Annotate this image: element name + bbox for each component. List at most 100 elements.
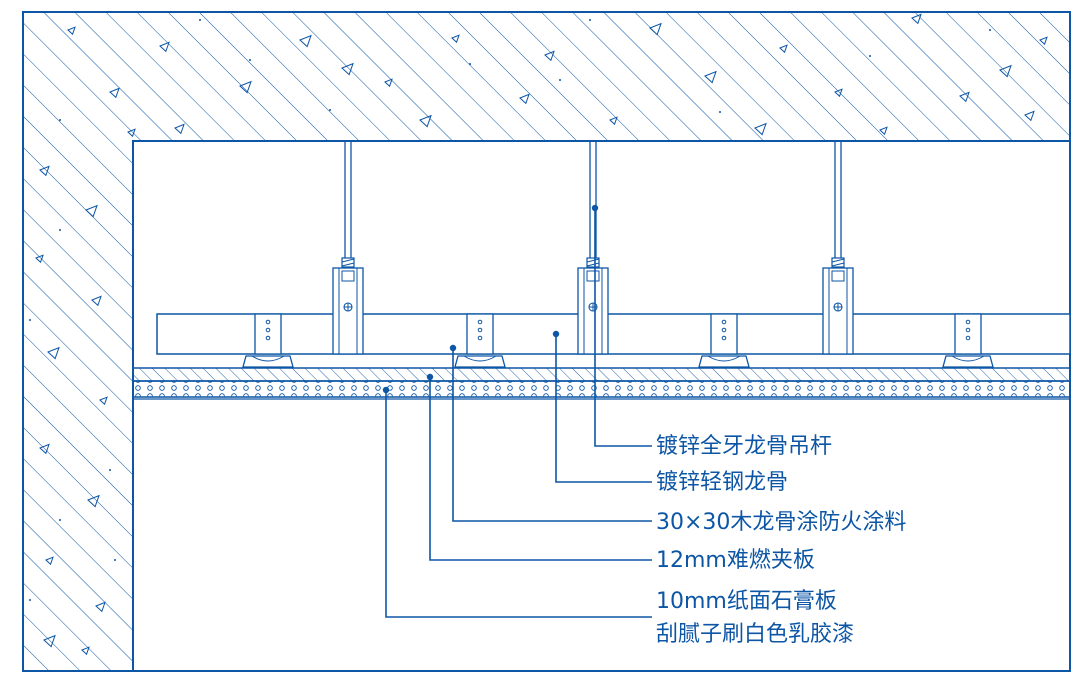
- plywood: [132, 367, 1071, 382]
- clip-foot-curve: [707, 355, 741, 362]
- hanger-nut-thread: [341, 258, 355, 267]
- label-paint-finish: 刮腻子刷白色乳胶漆: [656, 622, 854, 647]
- label-gypsum-board: 10mm纸面石膏板: [656, 589, 837, 614]
- aggregate-dot: [59, 119, 61, 121]
- clip-hole: [265, 335, 271, 341]
- aggregate-mark: [451, 34, 460, 44]
- keel-clip: [698, 313, 750, 368]
- aggregate-mark: [299, 34, 312, 48]
- aggregate-mark: [999, 64, 1012, 78]
- keel-clip: [242, 313, 294, 368]
- aggregate-mark: [95, 601, 106, 613]
- aggregate-dot: [109, 469, 111, 471]
- aggregate-dot: [199, 19, 201, 21]
- aggregate-mark: [174, 123, 185, 135]
- aggregate-mark: [159, 41, 170, 53]
- aggregate-mark: [39, 165, 50, 177]
- aggregate-dot: [249, 59, 251, 61]
- clip-hole: [477, 335, 483, 341]
- aggregate-mark: [649, 22, 662, 36]
- aggregate-mark: [85, 204, 98, 218]
- clip-hole: [265, 327, 271, 333]
- hanger-assembly: [332, 141, 364, 355]
- aggregate-mark: [81, 646, 90, 656]
- leader-hanger-rod: [594, 208, 652, 447]
- aggregate-mark: [384, 78, 393, 88]
- clip-hole: [965, 327, 971, 333]
- aggregate-mark: [341, 62, 354, 76]
- bracket-screw-block: [341, 270, 355, 282]
- leader-gypsum-board: [385, 390, 652, 618]
- hanger-nut-thread: [831, 258, 845, 267]
- aggregate-mark: [39, 443, 50, 455]
- aggregate-mark: [754, 122, 767, 136]
- aggregate-dot: [329, 109, 331, 111]
- aggregate-dot: [869, 55, 871, 57]
- leader-wood-keel: [452, 348, 652, 522]
- aggregate-mark: [87, 494, 100, 508]
- leader-plywood: [429, 377, 652, 561]
- bracket-bolt-cross: [344, 303, 352, 311]
- aggregate-mark: [239, 80, 252, 94]
- aggregate-dot: [469, 63, 471, 65]
- aggregate-mark: [834, 88, 843, 98]
- aggregate-mark: [879, 126, 888, 136]
- label-wood-keel: 30×30木龙骨涂防火涂料: [656, 510, 906, 535]
- clip-hole: [265, 319, 271, 325]
- aggregate-mark: [911, 13, 922, 25]
- label-steel-keel: 镀锌轻钢龙骨: [656, 470, 788, 495]
- aggregate-dot: [59, 229, 61, 231]
- aggregate-mark: [109, 87, 120, 99]
- hanger-rods: [332, 141, 854, 355]
- clip-foot-curve: [251, 355, 285, 362]
- hanger-nut-thread: [586, 258, 600, 267]
- aggregate-dot: [989, 29, 991, 31]
- bracket-bolt-cross: [834, 303, 842, 311]
- board-layers: [132, 367, 1071, 400]
- aggregate-mark: [609, 116, 618, 126]
- leader-lines: [382, 204, 652, 618]
- clip-hole: [965, 335, 971, 341]
- wood-keel-clips: [242, 313, 994, 368]
- hanger-assembly: [822, 141, 854, 355]
- room-outline: [133, 140, 1071, 672]
- aggregate-dot: [59, 519, 61, 521]
- clip-hole: [721, 327, 727, 333]
- keel-clip: [454, 313, 506, 368]
- aggregate-dot: [114, 559, 116, 561]
- gypsum-board: [132, 380, 1071, 398]
- aggregate-mark: [127, 128, 136, 138]
- aggregate-mark: [45, 556, 54, 566]
- keel-clip: [942, 313, 994, 368]
- aggregate-mark: [35, 254, 44, 264]
- aggregate-mark: [43, 634, 56, 648]
- aggregate-dot: [559, 79, 561, 81]
- clip-foot-curve: [463, 355, 497, 362]
- hanger-nut: [586, 257, 600, 268]
- aggregate-mark: [1039, 36, 1048, 46]
- bracket-screw-block: [831, 270, 845, 282]
- aggregate-mark: [704, 70, 717, 84]
- aggregate-dot: [29, 599, 31, 601]
- concrete-aggregate-marks: [29, 13, 1048, 656]
- steel-keel: [156, 313, 1071, 355]
- clip-hole: [721, 319, 727, 325]
- label-hanger-rod: 镀锌全牙龙骨吊杆: [656, 434, 832, 459]
- aggregate-dot: [589, 19, 591, 21]
- aggregate-mark: [1024, 110, 1035, 122]
- aggregate-mark: [419, 114, 432, 128]
- hanger-nut: [831, 257, 845, 268]
- aggregate-mark: [47, 346, 60, 360]
- bracket-screw-block: [586, 270, 600, 282]
- aggregate-dot: [719, 111, 721, 113]
- clip-hole: [477, 327, 483, 333]
- hanger-assembly: [577, 141, 609, 355]
- aggregate-mark: [519, 93, 530, 105]
- leader-steel-keel: [555, 334, 652, 483]
- clip-foot-curve: [951, 355, 985, 362]
- label-plywood: 12mm难燃夹板: [656, 548, 815, 573]
- aggregate-mark: [91, 295, 102, 307]
- clip-hole: [965, 319, 971, 325]
